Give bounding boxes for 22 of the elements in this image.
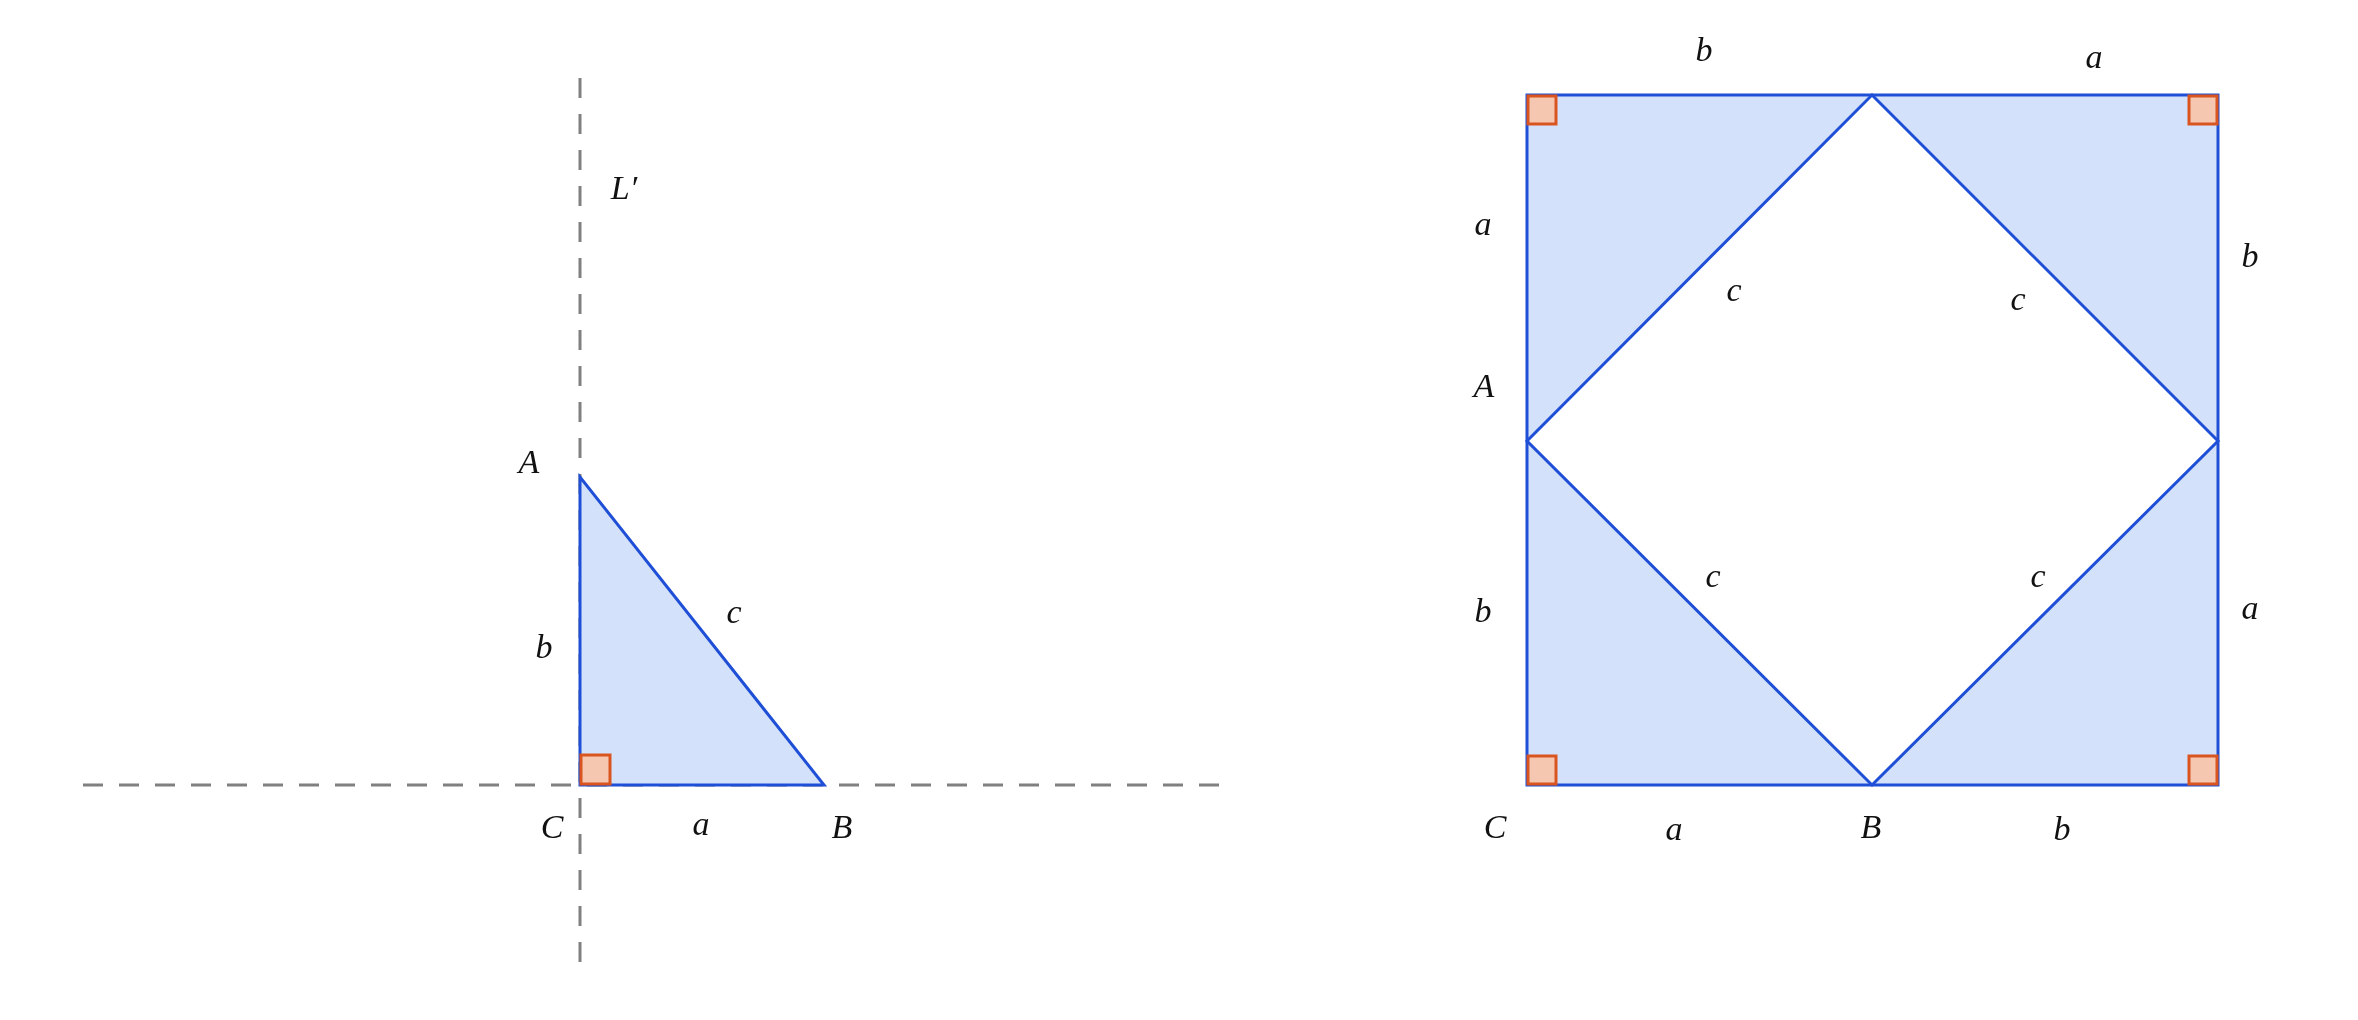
vertex-label: A [1473, 369, 1495, 403]
side-label: a [2241, 591, 2259, 625]
side-label: b [1474, 594, 1492, 628]
vertex-label: B [1860, 810, 1882, 844]
side-label: b [1695, 33, 1713, 67]
side-label: a [1474, 207, 1492, 241]
side-label: a [2085, 40, 2103, 74]
side-label: c [1705, 559, 1721, 593]
side-label: a [1665, 812, 1683, 846]
side-label: b [2241, 239, 2259, 273]
side-label: c [726, 595, 742, 629]
side-label: b [535, 630, 553, 664]
vertex-label: A [518, 445, 540, 479]
side-label: b [2053, 812, 2071, 846]
side-label: c [2030, 559, 2046, 593]
side-label: a [692, 807, 710, 841]
vertex-label: C [540, 810, 564, 844]
vertex-label: B [831, 810, 853, 844]
axis-label: L′ [610, 171, 638, 205]
side-label: c [1726, 273, 1742, 307]
vertex-label: C [1483, 810, 1507, 844]
side-label: c [2010, 282, 2026, 316]
